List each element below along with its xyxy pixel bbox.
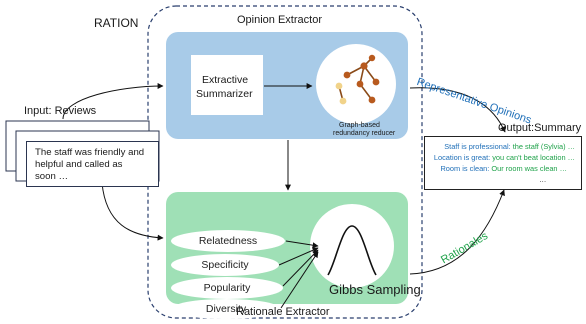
criterion-popularity: Popularity: [171, 277, 283, 299]
graph-reducer-circle: [316, 44, 396, 124]
review-card-front: The staff was friendly and helpful and c…: [26, 141, 159, 187]
criterion-relatedness-label: Relatedness: [198, 235, 258, 247]
criterion-specificity-label: Specificity: [201, 259, 249, 271]
arrow-specificity: [278, 247, 319, 266]
arrow-relatedness: [285, 240, 319, 249]
summary-rationale-2: you can't beat location …: [490, 153, 575, 162]
arrow-input-to-rationale: [101, 182, 164, 241]
reducer-label-line-2: redundancy reducer: [333, 130, 396, 137]
output-summary-box: Staff is professional: the staff (Sylvia…: [424, 136, 582, 190]
summary-rationale-3: Our room was clean …: [489, 164, 567, 173]
arrow-popularity: [282, 249, 319, 287]
input-reviews-label: Input: Reviews: [24, 105, 97, 117]
gibbs-sampling-label: Gibbs Sampling: [329, 282, 421, 297]
gibbs-distribution-curve: [327, 225, 377, 276]
ration-dashed-frame: [147, 5, 423, 319]
ration-title: RATION: [94, 16, 139, 30]
arrow-diversity: [280, 251, 319, 309]
opinion-extractor-label: Opinion Extractor: [237, 14, 322, 26]
graph-nodes: [335, 54, 380, 105]
summary-more: …: [539, 175, 547, 184]
summary-opinion-2: Location is great:: [433, 153, 491, 162]
flow-arrows: [62, 83, 506, 309]
arrow-input-to-summarizer: [62, 83, 164, 120]
extractive-summarizer-box: [191, 55, 263, 115]
criterion-popularity-label: Popularity: [203, 282, 251, 294]
criterion-relatedness: Relatedness: [171, 230, 285, 252]
rationale-extractor-label: Rationale Extractor: [236, 306, 330, 318]
criterion-diversity-label: Diversity: [205, 303, 247, 315]
summary-opinion-3: Room is clean:: [440, 164, 490, 173]
summary-line-2: Location is great: you can't beat locati…: [434, 153, 575, 162]
summary-rationale-1: the staff (Sylvia) …: [510, 142, 575, 151]
summary-line-3: Room is clean: Our room was clean …: [440, 164, 567, 173]
summary-line-1: Staff is professional: the staff (Sylvia…: [444, 142, 575, 151]
reducer-label-line-1: Graph-based: [339, 122, 380, 129]
summarizer-label-line-1: Extractive: [202, 74, 249, 86]
summarizer-label-line-2: Summarizer: [196, 88, 253, 100]
review-line-1: The staff was friendly and: [35, 147, 145, 158]
gibbs-sampling-circle: [310, 204, 394, 288]
criterion-specificity: Specificity: [171, 254, 279, 276]
criterion-diversity: Diversity: [171, 299, 281, 319]
review-line-2: helpful and called as: [35, 159, 123, 170]
arrow-opinion-to-output: [409, 87, 506, 133]
arrow-rationale-to-output: [409, 189, 505, 275]
review-line-3: soon …: [35, 171, 69, 182]
summary-opinion-1: Staff is professional:: [444, 142, 511, 151]
output-summary-label: Output:Summary: [498, 122, 582, 134]
